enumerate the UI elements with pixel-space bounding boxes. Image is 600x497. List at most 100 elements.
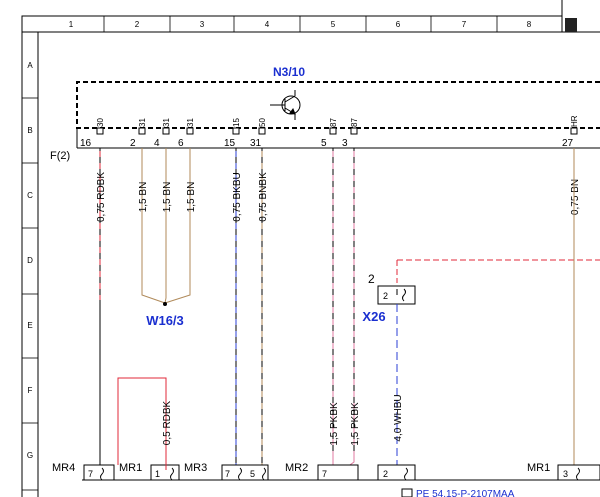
pin-terminal-label: HR [570, 115, 579, 127]
lower-pin: 5 [250, 469, 255, 479]
x26-lower-box [377, 464, 416, 481]
mr4-connector-box [83, 464, 115, 481]
pin-terminal-label: 87 [350, 118, 359, 127]
col-label: 6 [396, 20, 401, 29]
col-label: 2 [135, 20, 140, 29]
column-labels: 1 2 3 4 5 6 7 8 [69, 20, 532, 29]
frame-top-border [21, 15, 563, 33]
n310-pin: 50 31 [250, 118, 267, 149]
mr1-label: MR1 [119, 462, 142, 474]
pin-terminal-icon [138, 127, 146, 135]
lower-pin-numbers: 7 1 7 5 7 2 3 [88, 469, 568, 479]
pin-terminal-icon [258, 127, 266, 135]
lower-pin: 1 [155, 469, 160, 479]
connector-box-bkbu [221, 464, 269, 481]
mr2-connector-box [317, 464, 359, 481]
row-label: G [27, 451, 33, 460]
n310-pin: 87 3 [342, 118, 359, 149]
row-label: B [27, 126, 32, 135]
connector-f2-label: F(2) [50, 150, 70, 162]
pin-terminal-label: 15 [232, 118, 241, 127]
n310-pin: 31 6 [178, 118, 195, 149]
lower-pin: 7 [88, 469, 93, 479]
lower-terminal-icons [100, 467, 580, 481]
wire-label: 0,75 RDBK [96, 172, 107, 222]
pin-number: 15 [224, 138, 236, 149]
mr3-connector-box [150, 464, 180, 481]
pin-terminal-label: 31 [186, 118, 195, 127]
n310-pin: 875 [321, 118, 338, 149]
col-label: 1 [69, 20, 74, 29]
lower-pin: 2 [383, 469, 388, 479]
pin-terminal-label: 31 [162, 118, 171, 127]
pin-number: 3 [342, 138, 348, 149]
col-label: 3 [200, 20, 205, 29]
x26-wire-label: 4,0 WHBU [393, 394, 404, 441]
pin-number: 5 [321, 138, 327, 149]
n310-pin: 31 4 [154, 118, 171, 149]
wire: 1,5 PKBK [329, 148, 340, 455]
wire-label: 1,5 BN [162, 182, 173, 213]
wire-label: 0,75 BKBU [232, 172, 243, 221]
wire-label: 1,5 PKBK [350, 402, 361, 446]
col-label: 4 [265, 20, 270, 29]
x26-label: X26 [362, 309, 385, 324]
row-label: A [27, 61, 33, 70]
row-label: D [27, 256, 33, 265]
mr4-label: MR4 [52, 462, 75, 474]
row-dividers [22, 97, 38, 491]
wire-label: 1,5 PKBK [329, 402, 340, 446]
col-label: 7 [462, 20, 467, 29]
pin-number: 4 [154, 138, 160, 149]
row-label: E [27, 321, 32, 330]
x26-terminal-icon [396, 288, 406, 302]
column-dividers [103, 16, 498, 32]
wire-label: 0,75 BN [570, 179, 581, 215]
bottom-ref-icon [401, 488, 413, 497]
transistor-icon [270, 90, 301, 120]
bottom-reference: PE 54.15-P-2107MAA [416, 489, 515, 497]
lower-pin: 7 [225, 469, 230, 479]
wire: 0,75 BNBK [258, 148, 269, 480]
mr1-wire-label: 0,5 RDBK [162, 400, 173, 445]
row-label: C [27, 191, 33, 200]
corner-tab-icon [565, 18, 577, 32]
mr2-label: MR2 [285, 462, 308, 474]
pin-terminal-icon [162, 127, 170, 135]
lower-pin: 3 [563, 469, 568, 479]
x26-inside-pin: 2 [383, 291, 388, 301]
pin-terminal-label: 31 [138, 118, 147, 127]
row-labels: A B C D E F G [27, 61, 33, 460]
wire-label: 1,5 BN [138, 182, 149, 213]
wire: 1,5 BN [138, 148, 149, 250]
row-label: F [28, 386, 33, 395]
wire: 1,5 BN [186, 148, 197, 250]
mr3-label: MR3 [184, 462, 207, 474]
pin-terminal-label: 50 [258, 118, 267, 127]
pin-terminal-label: 30 [96, 118, 105, 127]
pin-terminal-icon [186, 127, 194, 135]
wire-label: 1,5 BN [186, 182, 197, 213]
pin-terminal-icon [232, 127, 240, 135]
pin-number: 27 [562, 138, 574, 149]
w163-bundle [141, 250, 191, 304]
pin-number: 31 [250, 138, 262, 149]
pin-number: 6 [178, 138, 184, 149]
n310-label: N3/10 [273, 65, 305, 79]
x26-outside-pin: 2 [368, 272, 375, 286]
col-label: 5 [331, 20, 336, 29]
pin-terminal-icon [329, 127, 337, 135]
wire: 1,5 BN [162, 148, 173, 250]
wires: 0,75 RDBK 1,5 BN 1,5 BN 1,5 BN 0,75 BKBU 0,75… [96, 148, 581, 480]
wire: 0,75 RDBK [96, 148, 107, 480]
pin-terminal-icon [96, 127, 104, 135]
n310-module-box [76, 81, 600, 129]
mr1b-label: MR1 [527, 462, 550, 474]
n310-pin: HR 27 [562, 115, 579, 149]
pin-terminal-icon [570, 127, 578, 135]
col-label: 8 [527, 20, 532, 29]
